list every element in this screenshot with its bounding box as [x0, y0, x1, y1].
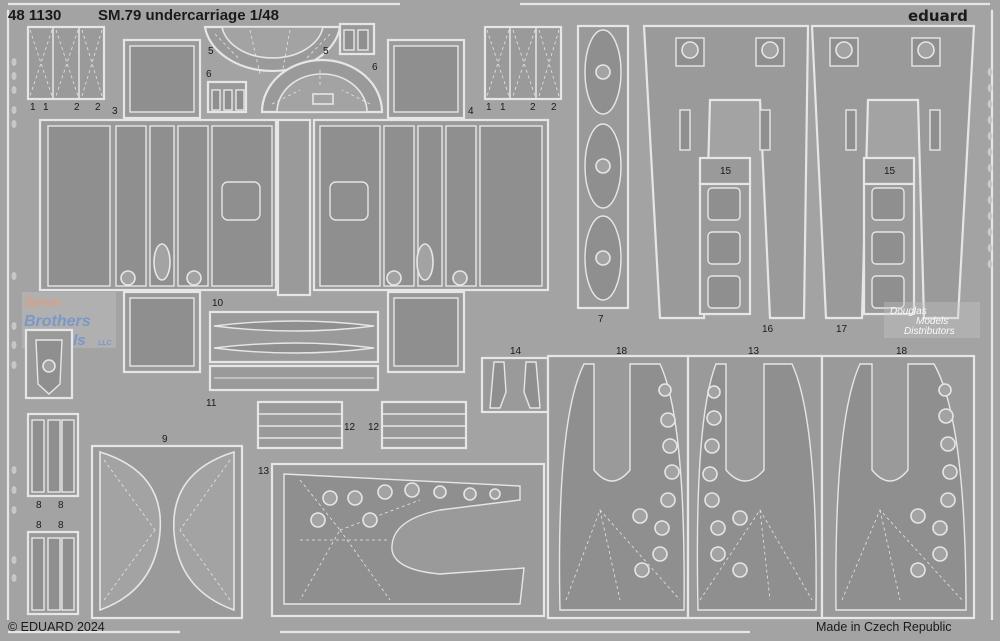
- label-part-3: 3: [112, 106, 118, 117]
- svg-text:Sprue: Sprue: [24, 294, 61, 309]
- label-part-1c: 1: [486, 102, 492, 113]
- label-part-14: 14: [510, 346, 522, 357]
- center-strip: [276, 118, 312, 297]
- part-small-hinge-left: [24, 328, 74, 400]
- part-17-flap-panel: [810, 24, 976, 320]
- fret-edge-drops-left: [11, 58, 17, 582]
- label-part-11: 11: [206, 398, 217, 409]
- part-16-flap-panel: [642, 24, 810, 320]
- part-6-brackets-left: [206, 80, 248, 114]
- label-part-12a: 12: [344, 422, 356, 433]
- part-8-strips-top: [26, 412, 80, 498]
- label-part-8b: 8: [58, 500, 64, 511]
- label-part-2b: 2: [95, 102, 101, 113]
- part-15-hinge-block-left: [698, 156, 752, 316]
- label-part-2: 2: [74, 102, 80, 113]
- label-part-13b: 13: [748, 346, 760, 357]
- kit-title: SM.79 undercarriage 1/48: [98, 7, 279, 24]
- label-part-15a: 15: [720, 166, 732, 177]
- part-3-panel-left-bottom: [122, 290, 202, 374]
- part-10-tubes: [208, 310, 380, 364]
- label-part-2c: 2: [530, 102, 536, 113]
- brand-logo: eduard: [908, 7, 968, 25]
- part-4-wheel-well-assembly: [312, 118, 550, 292]
- label-part-8a: 8: [36, 500, 42, 511]
- label-part-18a: 18: [616, 346, 628, 357]
- origin-text: Made in Czech Republic: [816, 620, 952, 634]
- svg-text:Distributors: Distributors: [904, 326, 955, 337]
- part-9-crescent-frames: [90, 444, 244, 620]
- svg-text:Douglas: Douglas: [890, 306, 927, 317]
- label-part-5a: 5: [208, 46, 214, 57]
- part-5-arch-lower: [260, 58, 384, 114]
- watermark-douglas-models: Douglas Models Distributors: [884, 302, 980, 338]
- label-part-1: 1: [30, 102, 36, 113]
- part-18-door-left: [546, 354, 690, 620]
- label-part-2d: 2: [551, 102, 557, 113]
- part-1-2-truss-right: [483, 25, 563, 101]
- label-part-12b: 12: [368, 422, 380, 433]
- label-part-1b: 1: [43, 102, 49, 113]
- part-13-flap-lower: [270, 462, 546, 618]
- svg-text:LLC: LLC: [98, 340, 113, 347]
- part-7-hinge-strip: [576, 24, 630, 310]
- part-4-panel-right-top: [386, 38, 466, 120]
- copyright-text: © EDUARD 2024: [8, 620, 105, 634]
- part-4-panel-right-bottom: [386, 290, 466, 374]
- label-part-16: 16: [762, 324, 774, 335]
- label-part-5b: 5: [323, 46, 329, 57]
- fret-frame: [6, 2, 994, 634]
- fret-edge-drops-right: [987, 68, 993, 268]
- part-3-wheel-well-assembly: [38, 118, 278, 292]
- part-6-brackets-right: [338, 22, 376, 56]
- svg-text:Brothers: Brothers: [24, 313, 91, 330]
- label-part-17: 17: [836, 324, 848, 335]
- part-3-panel-left-top: [122, 38, 202, 120]
- part-5-arch-upper: [203, 25, 342, 75]
- part-8-strips-bottom: [26, 530, 80, 616]
- part-12-strips-right: [380, 400, 468, 450]
- part-13-door-center: [686, 354, 824, 620]
- label-part-10: 10: [212, 298, 224, 309]
- label-part-6a: 6: [206, 69, 212, 80]
- label-part-9: 9: [162, 434, 168, 445]
- label-part-7: 7: [598, 314, 604, 325]
- label-part-8d: 8: [58, 520, 64, 531]
- part-1-2-truss-left: [26, 25, 106, 101]
- label-part-13a: 13: [258, 466, 270, 477]
- part-18-door-right: [820, 354, 976, 620]
- label-part-18b: 18: [896, 346, 908, 357]
- part-12-strips-left: [256, 400, 344, 450]
- label-part-6b: 6: [372, 62, 378, 73]
- kit-code: 48 1130: [8, 7, 61, 24]
- part-11-strip: [208, 364, 380, 392]
- part-14-brackets: [480, 356, 550, 414]
- label-part-8c: 8: [36, 520, 42, 531]
- label-part-15b: 15: [884, 166, 896, 177]
- label-part-1d: 1: [500, 102, 506, 113]
- svg-text:Models: Models: [916, 316, 948, 327]
- label-part-4: 4: [468, 106, 474, 117]
- part-15-hinge-block-right: [862, 156, 916, 316]
